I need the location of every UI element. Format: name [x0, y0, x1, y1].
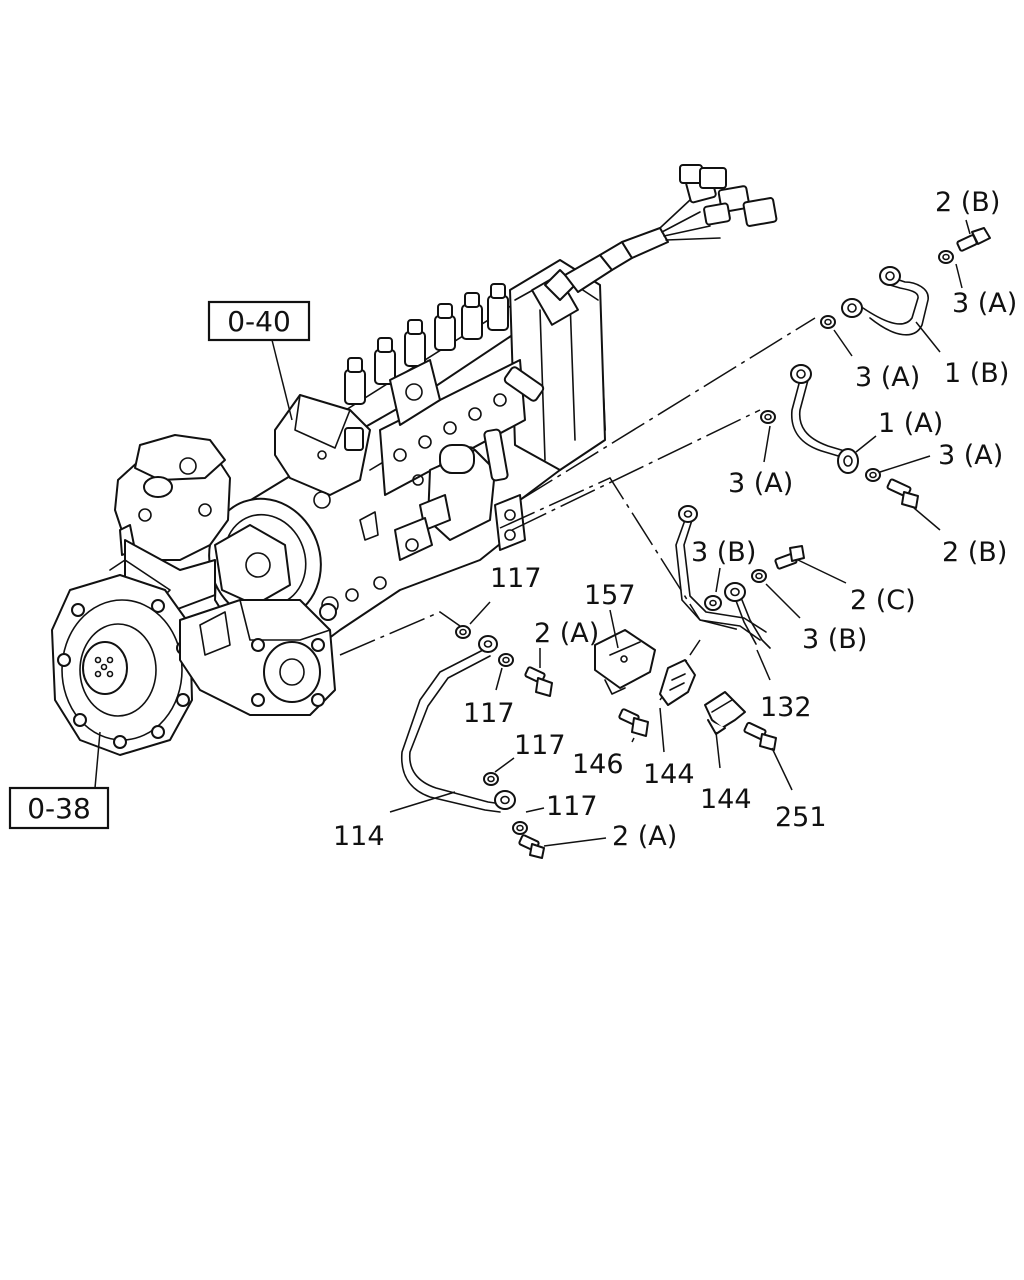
- leader-lines: [94, 219, 971, 847]
- bolt-2b-mid: [886, 478, 919, 509]
- flange-plate: [51, 574, 193, 756]
- reference-box-0-40: 0-40: [207, 300, 311, 342]
- callout-label: 3 (A): [855, 362, 920, 393]
- bracket-144-b: [704, 691, 746, 735]
- washer-3a-d: [865, 468, 881, 482]
- wiring-harness: [544, 164, 778, 301]
- washer-3b-b: [751, 569, 767, 583]
- bolt-2a-lower: [518, 834, 545, 859]
- callout-label: 146: [572, 749, 624, 780]
- delivery-valve-row: [344, 283, 509, 405]
- fuel-pipe-1a: [790, 364, 859, 474]
- callout-label: 1 (B): [944, 358, 1009, 389]
- callout-label: 2 (A): [534, 618, 599, 649]
- callout-label: 1 (A): [878, 408, 943, 439]
- callout-label: 3 (A): [952, 288, 1017, 319]
- bracket-144-a: [659, 659, 696, 706]
- bolt-2b-top: [956, 227, 991, 252]
- callout-label: 132: [760, 692, 812, 723]
- washer-117-a: [455, 625, 471, 639]
- washer-3a-c: [760, 410, 776, 424]
- callout-label: 3 (B): [802, 624, 867, 655]
- injection-pump-assembly: [208, 164, 778, 661]
- fuel-pipe-114: [401, 635, 516, 813]
- clamp-157: [594, 629, 656, 695]
- washer-3a-b: [938, 250, 954, 264]
- callout-label: 251: [775, 802, 827, 833]
- air-compressor: [109, 434, 231, 611]
- callout-label: 117: [514, 730, 566, 761]
- washer-117-b: [498, 653, 514, 667]
- callout-label: 3 (A): [728, 468, 793, 499]
- reference-label: 0-40: [227, 305, 291, 338]
- fuel-pipe-132: [675, 505, 771, 649]
- reference-box-0-38: 0-38: [8, 786, 110, 830]
- bolt-2a-upper: [524, 666, 553, 697]
- callout-label: 3 (B): [691, 537, 756, 568]
- fuel-pipe-1b: [841, 266, 929, 336]
- washer-3b-a: [704, 595, 722, 611]
- callout-label: 2 (B): [935, 187, 1000, 218]
- bolt-146: [618, 708, 649, 737]
- callout-label: 144: [643, 759, 695, 790]
- callout-label: 144: [700, 784, 752, 815]
- callout-label: 117: [490, 563, 542, 594]
- callout-label: 3 (A): [938, 440, 1003, 471]
- callout-label: 157: [584, 580, 636, 611]
- bolt-2c: [774, 545, 805, 570]
- callout-label: 2 (B): [942, 537, 1007, 568]
- bolt-251: [743, 721, 777, 751]
- callout-label: 2 (A): [612, 821, 677, 852]
- callout-label: 114: [333, 821, 385, 852]
- washer-3a-a: [820, 315, 836, 329]
- callout-label: 117: [463, 698, 515, 729]
- callout-label: 117: [546, 791, 598, 822]
- gear-pump: [179, 599, 337, 716]
- washer-117-d: [512, 821, 528, 835]
- callout-labels: 2 (B) 3 (A) 3 (A) 1 (B) 1 (A) 3 (A) 3 (A…: [333, 187, 1017, 852]
- washer-117-c: [483, 772, 499, 786]
- callout-label: 2 (C): [850, 585, 916, 616]
- reference-label: 0-38: [27, 792, 91, 825]
